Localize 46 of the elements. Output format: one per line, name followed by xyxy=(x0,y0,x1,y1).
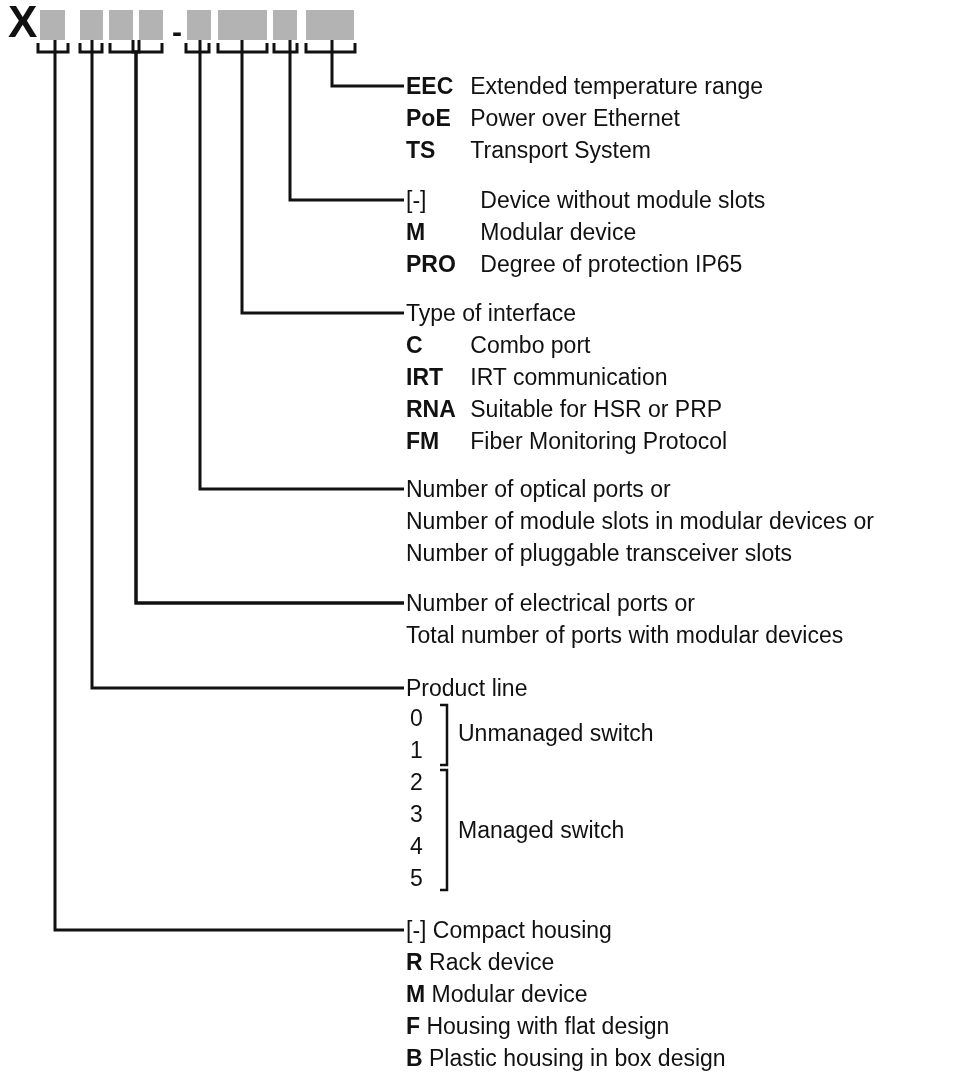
code-entry: EEC Extended temperature range xyxy=(406,72,764,101)
code-entry: C Combo port xyxy=(406,331,592,360)
code-entry: [-] Device without module slots xyxy=(406,186,766,215)
description-text: [-] Compact housing xyxy=(406,916,613,945)
code-letter: X xyxy=(8,2,38,42)
code-position-box xyxy=(306,10,354,40)
digit: 1 xyxy=(410,736,423,765)
code-position-box xyxy=(80,10,103,40)
digit: 2 xyxy=(410,768,423,797)
code-position-box xyxy=(218,10,267,40)
description-text: Number of optical ports or xyxy=(406,475,672,504)
code-position-box xyxy=(40,10,65,40)
code-entry: TS Transport System xyxy=(406,136,652,165)
leader-line xyxy=(198,40,404,491)
description-text: Product line xyxy=(406,674,528,703)
description-text: Total number of ports with modular devices xyxy=(406,621,844,650)
code-separator: - xyxy=(172,14,182,50)
leader-line xyxy=(288,40,404,202)
digit: 3 xyxy=(410,800,423,829)
leader-line xyxy=(240,40,404,315)
description-text: B Plastic housing in box design xyxy=(406,1044,726,1073)
group-label: Managed switch xyxy=(458,816,625,845)
description-text: M Modular device xyxy=(406,980,589,1009)
code-entry: IRT IRT communication xyxy=(406,363,669,392)
code-entry: M Modular device xyxy=(406,218,638,247)
description-text: F Housing with flat design xyxy=(406,1012,671,1041)
code-entry: FM Fiber Monitoring Protocol xyxy=(406,427,728,456)
code-position-box xyxy=(187,10,211,40)
code-position-box xyxy=(109,10,133,40)
description-text: R Rack device xyxy=(406,948,556,977)
group-label: Unmanaged switch xyxy=(458,719,654,748)
description-text: Type of interface xyxy=(406,299,578,328)
leader-line xyxy=(53,40,404,932)
digit: 5 xyxy=(410,864,423,893)
code-entry: PRO Degree of protection IP65 xyxy=(406,250,744,279)
description-text: Number of electrical ports or xyxy=(406,589,696,618)
description-text: Number of module slots in modular devices or xyxy=(406,507,874,536)
code-entry: RNA Suitable for HSR or PRP xyxy=(406,395,724,424)
digit: 4 xyxy=(410,832,423,861)
description-text: Number of pluggable transceiver slots xyxy=(406,539,794,568)
code-position-box xyxy=(139,10,163,40)
code-position-box xyxy=(273,10,297,40)
leader-line xyxy=(330,40,404,88)
leader-line xyxy=(90,40,404,690)
code-entry: PoE Power over Ethernet xyxy=(406,104,681,133)
digit: 0 xyxy=(410,704,423,733)
